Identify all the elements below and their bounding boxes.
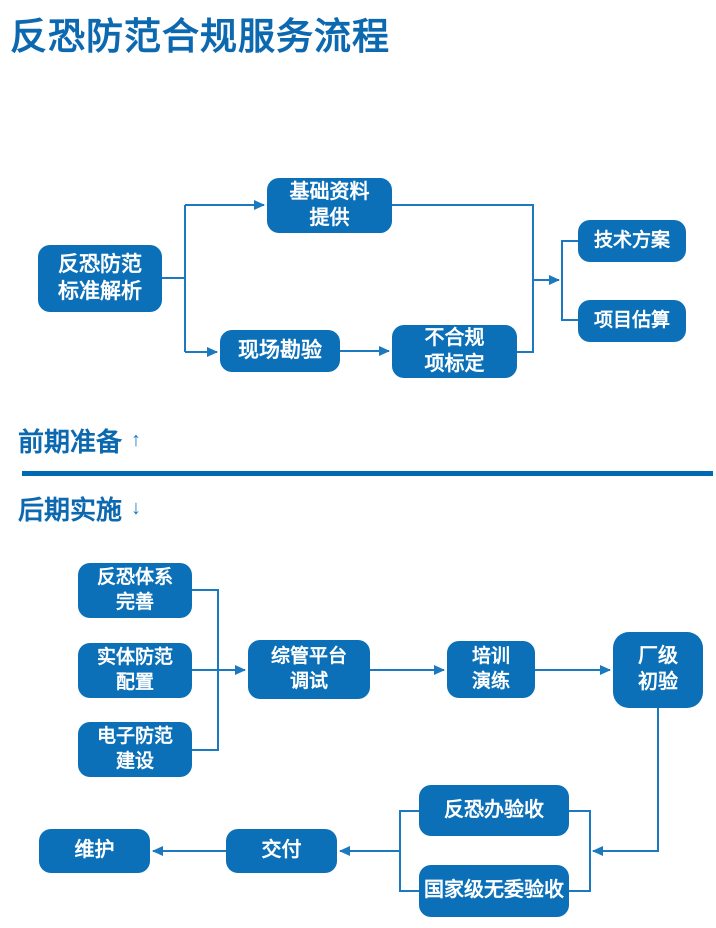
- node-delivery: 交付: [226, 829, 337, 873]
- node-counterterror-office-acceptance: 反恐办验收: [419, 785, 569, 836]
- node-platform-debugging: 综管平台 调试: [248, 640, 370, 699]
- node-site-survey: 现场勘验: [220, 330, 340, 372]
- section-divider-line: [22, 471, 713, 476]
- prep-phase-label: 前期准备: [18, 427, 123, 457]
- node-factory-initial-acceptance: 厂级 初验: [613, 632, 703, 708]
- node-system-improvement: 反恐体系 完善: [78, 563, 192, 618]
- section-label-impl: 后期实施 ↓: [18, 490, 141, 527]
- node-physical-prevention-config: 实体防范 配置: [78, 643, 192, 698]
- node-standard-analysis: 反恐防范 标准解析: [38, 245, 162, 312]
- node-project-estimate: 项目估算: [578, 300, 686, 342]
- node-national-committee-acceptance: 国家级无委验收: [419, 865, 569, 917]
- node-noncompliance-marking: 不合规 项标定: [392, 325, 517, 378]
- node-maintenance: 维护: [39, 829, 150, 873]
- node-technical-plan: 技术方案: [578, 220, 686, 262]
- impl-phase-label: 后期实施: [18, 495, 123, 525]
- section-label-prep: 前期准备 ↑: [18, 422, 141, 459]
- node-base-materials: 基础资料 提供: [267, 178, 392, 233]
- page-title: 反恐防范合规服务流程: [10, 16, 390, 57]
- node-electronic-prevention-build: 电子防范 建设: [78, 722, 192, 777]
- up-arrow-icon: ↑: [131, 429, 142, 451]
- node-training-drill: 培训 演练: [447, 641, 535, 698]
- down-arrow-icon: ↓: [131, 497, 142, 519]
